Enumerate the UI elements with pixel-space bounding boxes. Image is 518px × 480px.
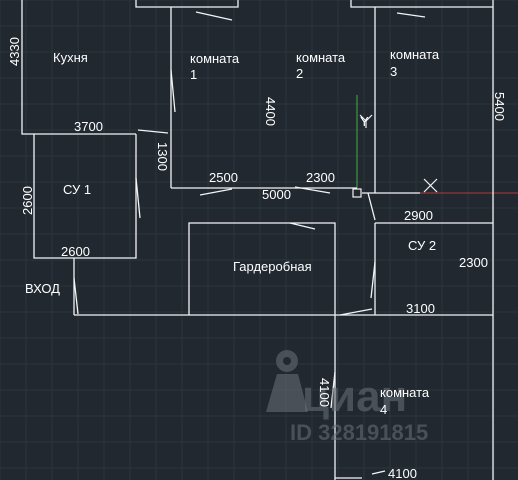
room3-label-line2: 3 <box>390 64 397 79</box>
entrance-label: ВХОД <box>25 281 60 296</box>
ucs-y-arrow-icon <box>359 114 373 128</box>
room2-label-line2: 2 <box>296 66 303 81</box>
walls <box>21 0 494 480</box>
room4-label-line1: комната <box>380 385 430 400</box>
watermark-id: ID 328191815 <box>290 420 428 445</box>
cian-watermark: циан ID 328191815 <box>266 350 428 445</box>
ucs-origin-marker[interactable] <box>352 188 362 198</box>
dim-2300-bath2: 2300 <box>459 255 488 270</box>
dim-2300-top: 2300 <box>306 170 335 185</box>
room4-label-line2: 4 <box>380 402 387 417</box>
wardrobe-label: Гардеробная <box>233 259 312 274</box>
dim-5400: 5400 <box>492 92 507 121</box>
ucs-cross-icon[interactable] <box>423 178 438 193</box>
dim-4100-horizontal: 4100 <box>388 466 417 480</box>
location-pin-icon <box>266 350 308 412</box>
dim-2600-horizontal: 2600 <box>61 244 90 259</box>
dim-3700: 3700 <box>74 119 103 134</box>
room1-label-line1: комната <box>190 51 240 66</box>
dim-4100-vertical: 4100 <box>317 378 332 407</box>
bath1-label: СУ 1 <box>63 182 91 197</box>
dimension-labels: 4330 3700 1300 4400 5400 2500 2300 5000 … <box>7 37 507 480</box>
bath2-label: СУ 2 <box>408 238 436 253</box>
room-labels: Кухня комната 1 комната 2 комната 3 СУ 1… <box>25 47 440 417</box>
room1-label-line2: 1 <box>190 67 197 82</box>
room2-label-line1: комната <box>296 50 346 65</box>
dim-2500: 2500 <box>209 170 238 185</box>
room3-label-line1: комната <box>390 47 440 62</box>
dim-3100: 3100 <box>406 301 435 316</box>
dim-2900: 2900 <box>404 208 433 223</box>
ucs-y-label: Y <box>360 114 369 129</box>
watermark-brand: циан <box>302 372 407 421</box>
dim-2600-vertical: 2600 <box>20 186 35 215</box>
dim-4400: 4400 <box>263 97 278 126</box>
dim-4330: 4330 <box>7 37 22 66</box>
kitchen-label: Кухня <box>53 50 88 65</box>
dim-1300: 1300 <box>155 142 170 171</box>
dim-5000: 5000 <box>262 187 291 202</box>
door-swings <box>73 11 426 479</box>
